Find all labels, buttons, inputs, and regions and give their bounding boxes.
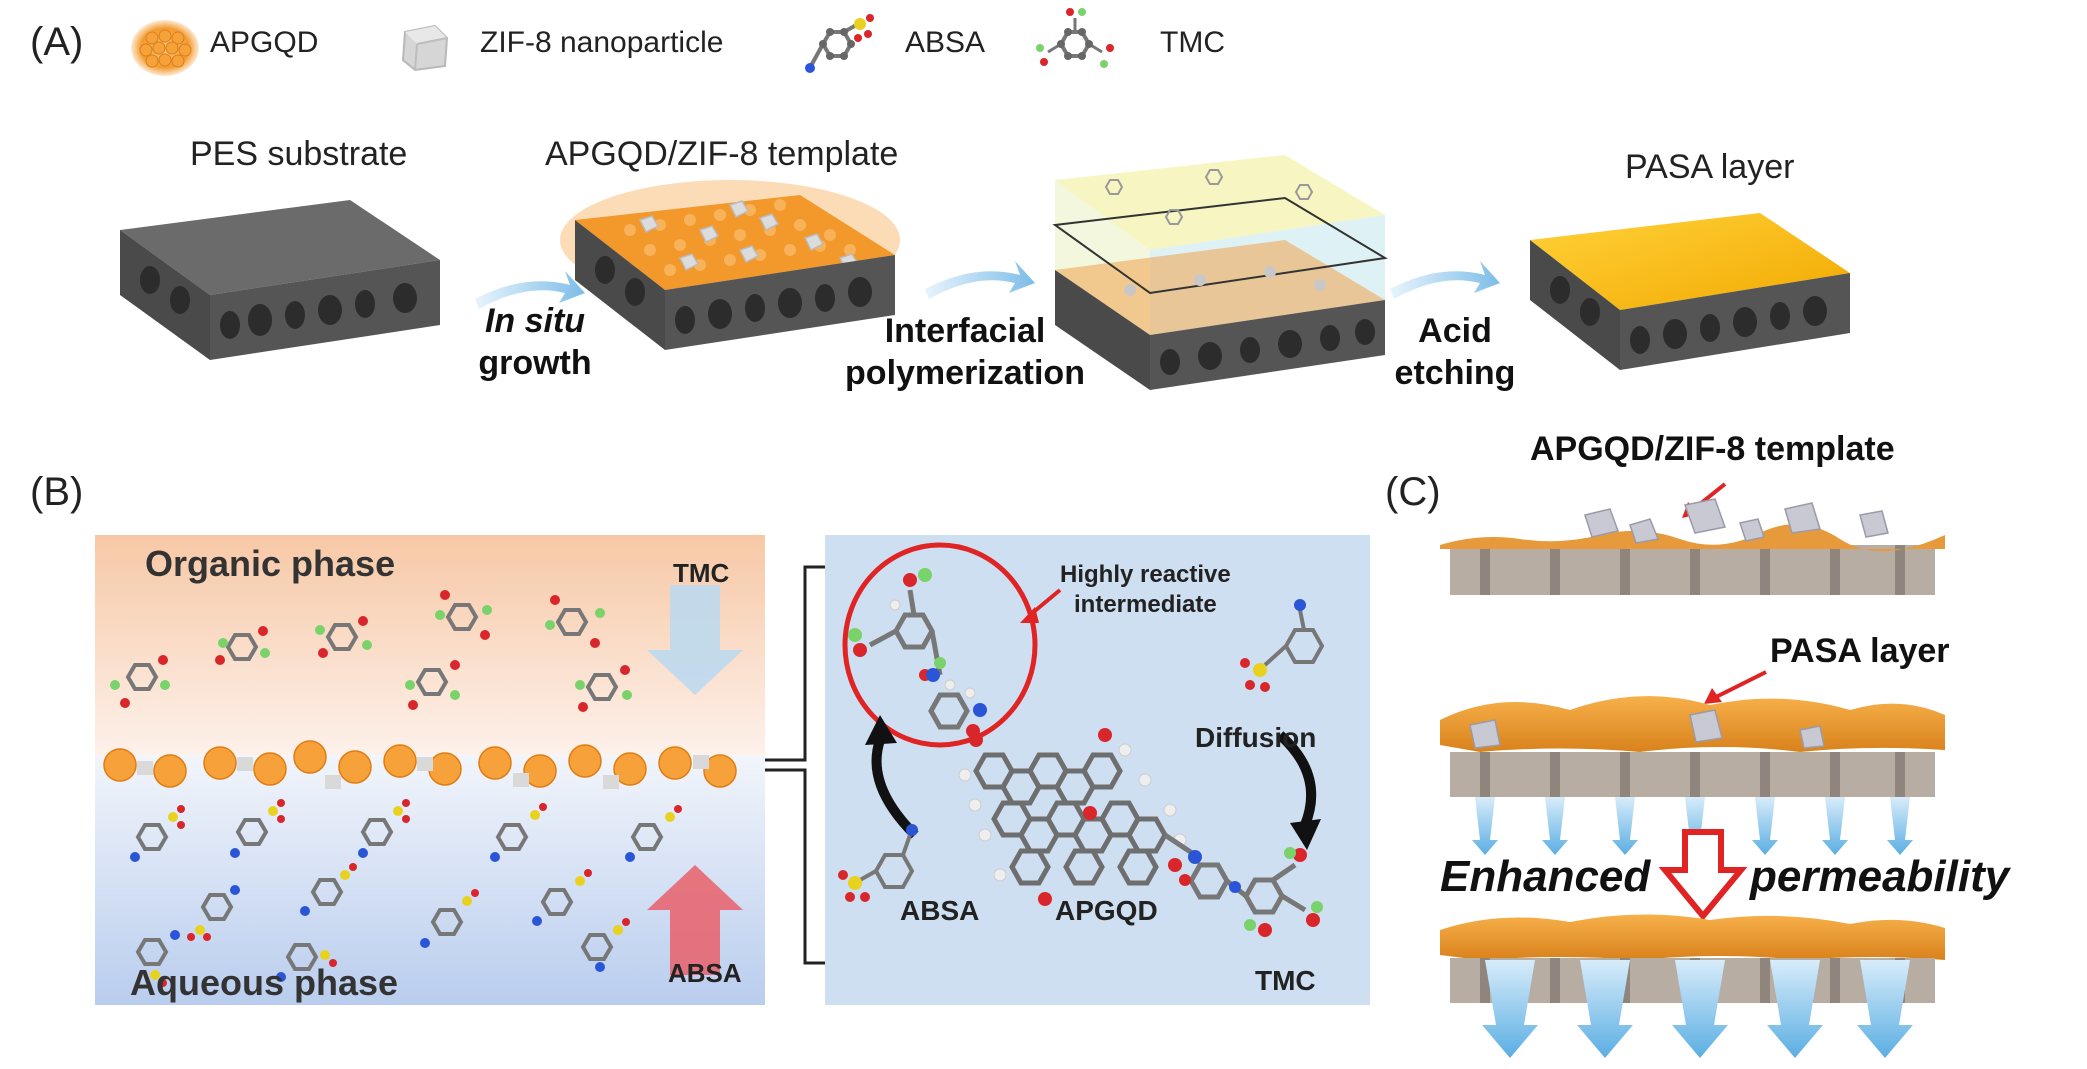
- legend-apgqd: APGQD: [210, 26, 319, 59]
- step-insitu-line2: growth: [478, 344, 592, 382]
- legend-absa: ABSA: [905, 26, 986, 59]
- panel-label-c: (C): [1385, 470, 1441, 514]
- phase-box: [95, 535, 765, 1005]
- step-etching-line2: etching: [1394, 354, 1516, 392]
- process-arrow-1: [475, 271, 585, 309]
- step-label-ip: Interfacial polymerization: [805, 310, 1125, 394]
- pasa-membrane: [1530, 213, 1850, 370]
- absa-molecule-icon: [805, 14, 874, 73]
- step-label-insitu: In situ growth: [470, 300, 600, 384]
- aqueous-phase-label: Aqueous phase: [130, 962, 399, 1003]
- tmc-down-arrow: [647, 585, 743, 695]
- intermediate-line2: intermediate: [1074, 591, 1217, 618]
- apgqd-reaction-label: APGQD: [1055, 895, 1158, 926]
- tmc-arrow-label: TMC: [673, 558, 730, 588]
- zoom-bracket: [765, 565, 825, 965]
- reaction-detail-box: [825, 535, 1370, 1005]
- step-etching-line1: Acid: [1418, 312, 1492, 350]
- c-pasa-arrow: [1704, 670, 1767, 704]
- c-pasa-membrane: [1440, 696, 1945, 855]
- apgqd-structure: [973, 752, 1168, 886]
- aqueous-molecules: [135, 818, 664, 971]
- legend-zif8: ZIF-8 nanoparticle: [480, 26, 724, 59]
- c-permeability-label: permeability: [1750, 852, 2010, 901]
- process-arrow-2: [925, 261, 1035, 299]
- c-template-label: APGQD/ZIF-8 template: [1530, 430, 1895, 468]
- absa-reaction-label: ABSA: [900, 895, 980, 926]
- c-enhance-arrow: [1658, 829, 1748, 921]
- organic-molecules: [125, 603, 619, 701]
- intermediate-circle: [842, 542, 1038, 748]
- interface-layer: [103, 740, 737, 789]
- c-enhanced-label: Enhanced: [1440, 852, 1651, 901]
- step-ip-line2: polymerization: [845, 354, 1085, 392]
- intermediate-label: Highly reactive intermediate: [1060, 560, 1231, 620]
- step-ip-line1: Interfacial: [884, 312, 1046, 350]
- c-etched-membrane: [1440, 914, 1945, 1058]
- apgqd-icon: [131, 20, 199, 76]
- stage-title-pes: PES substrate: [190, 135, 408, 173]
- step-label-etching: Acid etching: [1380, 310, 1530, 394]
- stage-title-pasa: PASA layer: [1625, 148, 1795, 186]
- step-insitu-line1: In situ: [484, 302, 586, 340]
- pes-substrate-membrane: [120, 200, 440, 360]
- template-membrane: [560, 180, 900, 350]
- panel-label-b: (B): [30, 470, 84, 514]
- c-pasa-label: PASA layer: [1770, 632, 1950, 670]
- panel-label-a: (A): [30, 20, 84, 64]
- diffusion-label: Diffusion: [1195, 722, 1317, 753]
- ip-membrane: [1052, 155, 1388, 390]
- organic-phase-label: Organic phase: [145, 543, 396, 584]
- tmc-reaction-label: TMC: [1255, 965, 1316, 996]
- absa-up-arrow: [647, 865, 743, 975]
- zif8-icon: [401, 24, 449, 72]
- c-template-membrane: [1440, 498, 1945, 595]
- intermediate-line1: Highly reactive: [1060, 561, 1231, 588]
- tmc-molecule-icon: [1036, 8, 1114, 68]
- process-arrow-3: [1390, 261, 1500, 299]
- legend-tmc: TMC: [1160, 26, 1225, 59]
- absa-arrow-label: ABSA: [668, 958, 742, 988]
- reaction-arrow-down: [1276, 731, 1317, 827]
- stage-title-template: APGQD/ZIF-8 template: [545, 135, 899, 173]
- reaction-arrow-up: [871, 738, 919, 839]
